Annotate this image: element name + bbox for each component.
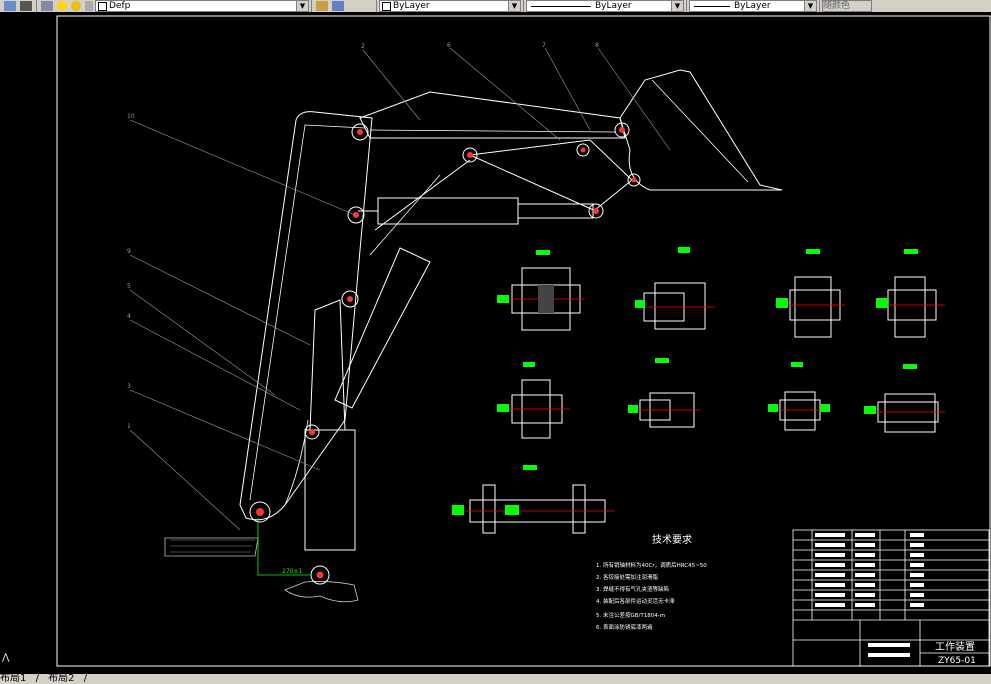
- layer-extra-tools: [312, 0, 377, 12]
- sun-freeze-icon[interactable]: [71, 1, 81, 11]
- layer-control: Defp ▼: [37, 0, 312, 12]
- plotstyle-value: 随颜色: [823, 1, 851, 11]
- plotstyle-combo[interactable]: 随颜色: [822, 0, 872, 12]
- title-name: 工作装置: [935, 640, 975, 653]
- vertical-cylinder: [304, 429, 356, 551]
- detail-view-2: [635, 247, 715, 330]
- detail-view-7: [768, 362, 830, 431]
- layer-name: Defp: [109, 1, 131, 11]
- linetype-value: ByLayer: [595, 1, 632, 11]
- boom-inner-line: [249, 124, 366, 501]
- ucs-icon: ⋀: [1, 653, 10, 663]
- color-swatch: [382, 1, 391, 11]
- lock-icon[interactable]: [85, 1, 93, 11]
- chevron-down-icon[interactable]: ▼: [296, 1, 308, 11]
- tab-separator: /: [83, 673, 88, 684]
- layer-tools: [0, 0, 37, 12]
- layer-combo[interactable]: Defp ▼: [95, 0, 309, 12]
- linetype-control: ByLayer ▼: [524, 0, 687, 12]
- dimension-text: 270±1: [282, 568, 302, 575]
- svg-text:4. 装配后各部件运动灵活无卡滞: 4. 装配后各部件运动灵活无卡滞: [596, 597, 675, 605]
- make-current-icon[interactable]: [316, 1, 328, 11]
- svg-text:7: 7: [542, 42, 546, 49]
- tab-separator: /: [35, 673, 39, 684]
- linetype-combo[interactable]: ByLayer ▼: [526, 0, 684, 12]
- lineweight-value: ByLayer: [734, 1, 771, 11]
- chevron-down-icon[interactable]: ▼: [804, 1, 816, 11]
- plotstyle-control: 随颜色: [820, 0, 874, 12]
- pin-joints: [249, 122, 641, 585]
- color-value: ByLayer: [393, 1, 430, 11]
- svg-text:9: 9: [127, 248, 131, 255]
- svg-text:1. 所有销轴材料为40Cr，调质后HRC45~50: 1. 所有销轴材料为40Cr，调质后HRC45~50: [596, 561, 707, 569]
- svg-text:6. 表面涂防锈底漆两遍: 6. 表面涂防锈底漆两遍: [596, 623, 653, 631]
- svg-text:8: 8: [595, 42, 599, 49]
- leader-lines: [129, 47, 671, 531]
- diagonal-arm-2: [369, 174, 441, 256]
- upper-arm-line: [369, 129, 616, 133]
- svg-text:10: 10: [127, 113, 135, 120]
- drawing-svg[interactable]: 270±1 10 9 5 4 3 1 2 6 7 8: [0, 12, 991, 674]
- tech-requirements-notes: 1. 所有销轴材料为40Cr，调质后HRC45~50 2. 各铰接处需加注润滑脂…: [596, 561, 707, 631]
- svg-text:4: 4: [127, 313, 131, 320]
- dimension-line: [257, 518, 312, 576]
- layer-manager-icon[interactable]: [41, 1, 53, 11]
- diagonal-cylinder: [334, 247, 431, 409]
- bucket-inner: [651, 79, 749, 183]
- detail-view-9: [452, 465, 615, 534]
- detail-view-1: [497, 250, 585, 331]
- link-rods: [469, 139, 633, 211]
- lineweight-combo[interactable]: ByLayer ▼: [689, 0, 817, 12]
- tab-layout2[interactable]: 布局2: [48, 673, 75, 684]
- color-control: ByLayer ▼: [377, 0, 524, 12]
- detail-view-3: [775, 249, 845, 338]
- detail-view-8: [864, 364, 945, 433]
- svg-text:1: 1: [127, 423, 131, 430]
- svg-text:5. 未注公差按GB/T1804-m: 5. 未注公差按GB/T1804-m: [596, 611, 665, 619]
- title-code: ZY65-01: [938, 656, 976, 666]
- svg-text:5: 5: [127, 283, 131, 290]
- layer-previous-icon[interactable]: [20, 1, 32, 11]
- ground-base: [164, 537, 259, 557]
- layer-walk-icon[interactable]: [332, 1, 344, 11]
- layer-color-swatch: [98, 1, 107, 11]
- lightbulb-icon[interactable]: [57, 1, 67, 11]
- svg-text:2. 各铰接处需加注润滑脂: 2. 各铰接处需加注润滑脂: [596, 573, 658, 581]
- link-diagonal: [469, 154, 599, 213]
- svg-text:6: 6: [447, 42, 451, 49]
- bottom-base: [284, 581, 359, 603]
- tech-requirements-title: 技术要求: [652, 533, 692, 546]
- drawing-canvas[interactable]: 270±1 10 9 5 4 3 1 2 6 7 8: [0, 12, 991, 674]
- svg-text:2: 2: [361, 43, 365, 50]
- title-block: [792, 529, 990, 667]
- ground-hatch: [170, 539, 255, 553]
- vertical-cylinder-rod: [309, 299, 346, 431]
- detail-view-4: [875, 249, 945, 338]
- color-combo[interactable]: ByLayer ▼: [379, 0, 521, 12]
- horizontal-cylinder-rod: [517, 203, 594, 219]
- lineweight-control: ByLayer ▼: [687, 0, 820, 12]
- main-boom: [239, 111, 373, 521]
- lineweight-swatch: [694, 5, 730, 7]
- bucket: [619, 69, 783, 191]
- tab-layout1[interactable]: 布局1: [0, 673, 27, 684]
- svg-text:3: 3: [127, 383, 131, 390]
- chevron-down-icon[interactable]: ▼: [508, 1, 520, 11]
- linetype-swatch: [531, 5, 591, 7]
- horizontal-cylinder: [377, 197, 519, 225]
- layout-tabs: 布局1 / 布局2 /: [0, 674, 991, 684]
- detail-view-6: [628, 358, 700, 428]
- chevron-down-icon[interactable]: ▼: [671, 1, 683, 11]
- layer-states-icon[interactable]: [4, 1, 16, 11]
- properties-toolbar: Defp ▼ ByLayer ▼ ByLayer ▼ ByLayer ▼ 随颜色: [0, 0, 991, 13]
- part-number-labels: 10 9 5 4 3 1 2 6 7 8: [127, 42, 599, 430]
- detail-view-5: [497, 362, 570, 439]
- svg-text:3. 焊缝不得有气孔夹渣等缺陷: 3. 焊缝不得有气孔夹渣等缺陷: [596, 585, 669, 593]
- title-block-cells: [815, 533, 924, 657]
- drawing-frame: [56, 15, 991, 667]
